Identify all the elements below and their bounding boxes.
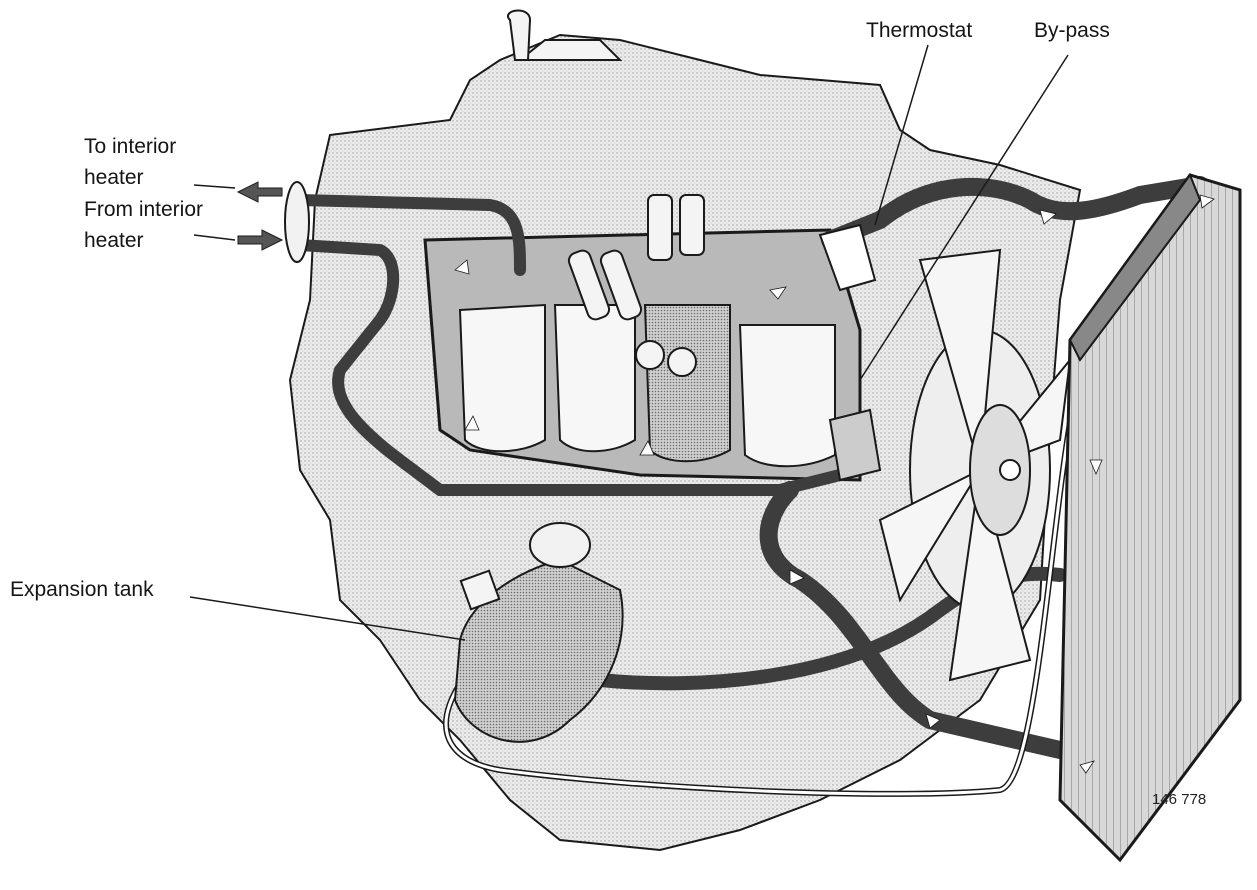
label-expansion-tank: Expansion tank [10, 578, 154, 601]
coolant-arrows [454, 194, 1215, 774]
expansion-tank [453, 522, 624, 743]
thermostat-housing [818, 223, 877, 292]
label-thermostat: Thermostat [866, 19, 973, 42]
cylinders [458, 303, 836, 468]
label-from-interior-heater-text: From interior heater [84, 198, 204, 252]
label-from-interior-heater: From interior heater [84, 194, 203, 256]
bypass-housing [828, 408, 882, 482]
label-bypass: By-pass [1034, 19, 1110, 42]
label-to-interior-heater: To interior heater [84, 131, 176, 193]
fan [878, 248, 1072, 682]
leader-lines [189, 44, 1069, 641]
label-to-interior-heater-text: To interior heater [84, 135, 177, 189]
heater-flow-arrows [236, 181, 284, 251]
figure-number: 146 778 [1152, 791, 1207, 808]
valve-rods [567, 194, 705, 377]
radiator [1058, 173, 1242, 863]
